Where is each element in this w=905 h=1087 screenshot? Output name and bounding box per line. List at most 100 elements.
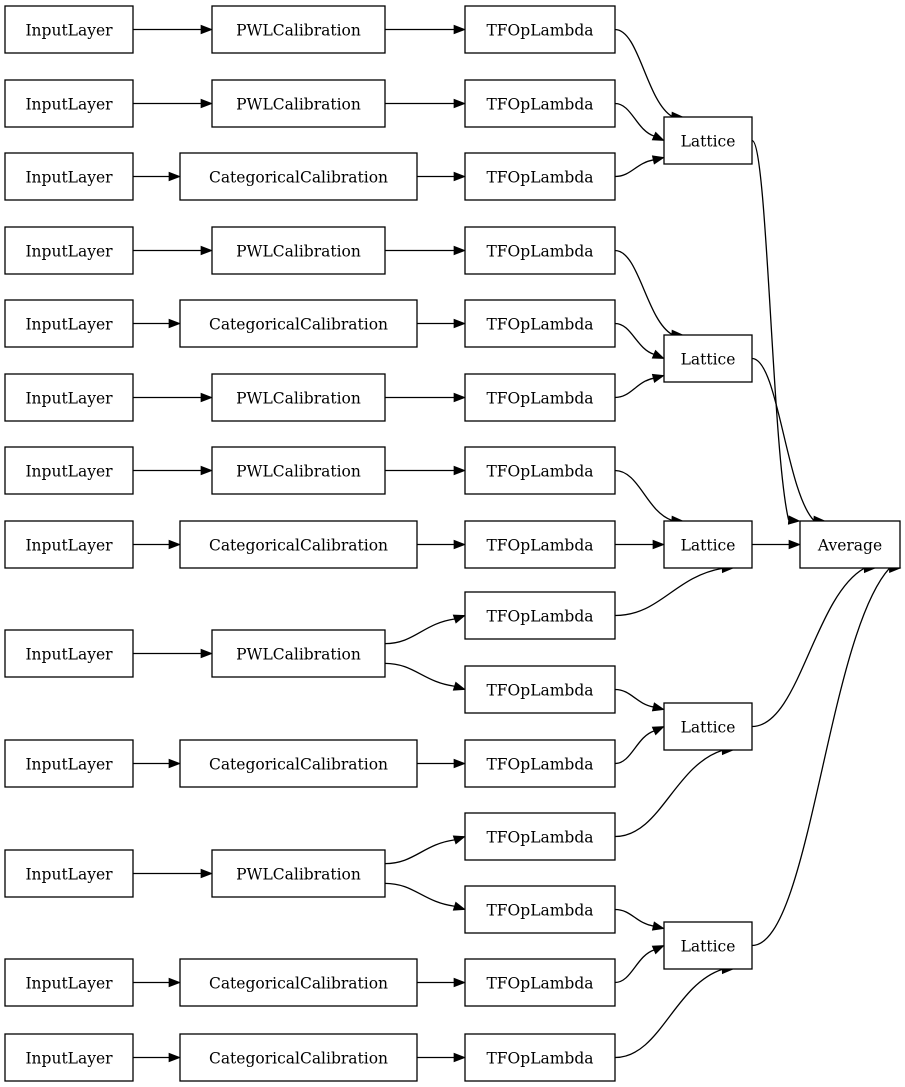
node-label-lam12: TFOpLambda bbox=[486, 829, 593, 847]
node-box-tfop-lambda[interactable] bbox=[464, 885, 616, 934]
node-box-input-layer[interactable] bbox=[4, 5, 134, 54]
node-avg[interactable]: Average bbox=[799, 520, 901, 569]
node-box-tfop-lambda[interactable] bbox=[464, 520, 616, 569]
node-cal11[interactable]: PWLCalibration bbox=[211, 849, 386, 898]
node-lat2[interactable]: Lattice bbox=[663, 334, 753, 383]
node-box-pwlcalibration[interactable] bbox=[211, 5, 386, 54]
node-box-lattice[interactable] bbox=[663, 334, 753, 383]
node-in4[interactable]: InputLayer bbox=[4, 226, 134, 275]
arrow-head-icon bbox=[453, 24, 466, 35]
node-box-pwlcalibration[interactable] bbox=[211, 446, 386, 495]
node-box-tfop-lambda[interactable] bbox=[464, 958, 616, 1007]
node-lam5[interactable]: TFOpLambda bbox=[464, 299, 616, 348]
node-in10[interactable]: InputLayer bbox=[4, 739, 134, 788]
node-box-tfop-lambda[interactable] bbox=[464, 226, 616, 275]
node-box-pwlcalibration[interactable] bbox=[211, 629, 386, 678]
node-box-tfop-lambda[interactable] bbox=[464, 79, 616, 128]
node-cal8[interactable]: CategoricalCalibration bbox=[179, 520, 418, 569]
node-lat1[interactable]: Lattice bbox=[663, 116, 753, 165]
node-label-cal2: PWLCalibration bbox=[236, 96, 361, 114]
node-box-lattice[interactable] bbox=[663, 520, 753, 569]
node-lam2[interactable]: TFOpLambda bbox=[464, 79, 616, 128]
node-box-pwlcalibration[interactable] bbox=[211, 226, 386, 275]
node-box-categorical-calibration[interactable] bbox=[179, 152, 418, 201]
node-lam8[interactable]: TFOpLambda bbox=[464, 520, 616, 569]
node-box-input-layer[interactable] bbox=[4, 958, 134, 1007]
node-box-input-layer[interactable] bbox=[4, 373, 134, 422]
node-box-input-layer[interactable] bbox=[4, 629, 134, 678]
node-box-tfop-lambda[interactable] bbox=[464, 299, 616, 348]
node-lam3[interactable]: TFOpLambda bbox=[464, 152, 616, 201]
node-lat5[interactable]: Lattice bbox=[663, 921, 753, 970]
node-lam6[interactable]: TFOpLambda bbox=[464, 373, 616, 422]
node-box-tfop-lambda[interactable] bbox=[464, 1033, 616, 1082]
node-cal3[interactable]: CategoricalCalibration bbox=[179, 152, 418, 201]
node-lam11[interactable]: TFOpLambda bbox=[464, 739, 616, 788]
node-box-input-layer[interactable] bbox=[4, 79, 134, 128]
node-box-tfop-lambda[interactable] bbox=[464, 446, 616, 495]
node-cal13[interactable]: CategoricalCalibration bbox=[179, 1033, 418, 1082]
node-box-input-layer[interactable] bbox=[4, 849, 134, 898]
node-in7[interactable]: InputLayer bbox=[4, 446, 134, 495]
node-lam7[interactable]: TFOpLambda bbox=[464, 446, 616, 495]
node-box-tfop-lambda[interactable] bbox=[464, 5, 616, 54]
node-cal4[interactable]: PWLCalibration bbox=[211, 226, 386, 275]
node-lam13[interactable]: TFOpLambda bbox=[464, 885, 616, 934]
node-cal9[interactable]: PWLCalibration bbox=[211, 629, 386, 678]
node-lam12[interactable]: TFOpLambda bbox=[464, 812, 616, 861]
node-box-categorical-calibration[interactable] bbox=[179, 520, 418, 569]
node-box-input-layer[interactable] bbox=[4, 446, 134, 495]
node-in5[interactable]: InputLayer bbox=[4, 299, 134, 348]
node-box-pwlcalibration[interactable] bbox=[211, 849, 386, 898]
node-cal10[interactable]: CategoricalCalibration bbox=[179, 739, 418, 788]
node-in1[interactable]: InputLayer bbox=[4, 5, 134, 54]
node-in8[interactable]: InputLayer bbox=[4, 520, 134, 569]
node-in6[interactable]: InputLayer bbox=[4, 373, 134, 422]
node-in11[interactable]: InputLayer bbox=[4, 849, 134, 898]
node-lam4[interactable]: TFOpLambda bbox=[464, 226, 616, 275]
node-box-tfop-lambda[interactable] bbox=[464, 152, 616, 201]
node-box-pwlcalibration[interactable] bbox=[211, 79, 386, 128]
node-box-tfop-lambda[interactable] bbox=[464, 373, 616, 422]
node-box-input-layer[interactable] bbox=[4, 739, 134, 788]
node-lam14[interactable]: TFOpLambda bbox=[464, 958, 616, 1007]
node-cal1[interactable]: PWLCalibration bbox=[211, 5, 386, 54]
node-box-lattice[interactable] bbox=[663, 702, 753, 751]
node-box-tfop-lambda[interactable] bbox=[464, 739, 616, 788]
node-cal12[interactable]: CategoricalCalibration bbox=[179, 958, 418, 1007]
node-cal7[interactable]: PWLCalibration bbox=[211, 446, 386, 495]
node-box-categorical-calibration[interactable] bbox=[179, 1033, 418, 1082]
node-lam10[interactable]: TFOpLambda bbox=[464, 665, 616, 714]
edge-lam9-to-lat3 bbox=[614, 567, 723, 617]
node-box-categorical-calibration[interactable] bbox=[179, 299, 418, 348]
node-in2[interactable]: InputLayer bbox=[4, 79, 134, 128]
node-box-average[interactable] bbox=[799, 520, 901, 569]
node-lat4[interactable]: Lattice bbox=[663, 702, 753, 751]
node-lam1[interactable]: TFOpLambda bbox=[464, 5, 616, 54]
node-box-input-layer[interactable] bbox=[4, 1033, 134, 1082]
node-cal5[interactable]: CategoricalCalibration bbox=[179, 299, 418, 348]
node-cal2[interactable]: PWLCalibration bbox=[211, 79, 386, 128]
node-in3[interactable]: InputLayer bbox=[4, 152, 134, 201]
node-box-pwlcalibration[interactable] bbox=[211, 373, 386, 422]
arrow-head-icon bbox=[453, 318, 466, 329]
node-in12[interactable]: InputLayer bbox=[4, 958, 134, 1007]
node-box-tfop-lambda[interactable] bbox=[464, 812, 616, 861]
node-lat3[interactable]: Lattice bbox=[663, 520, 753, 569]
node-box-input-layer[interactable] bbox=[4, 520, 134, 569]
node-box-tfop-lambda[interactable] bbox=[464, 591, 616, 640]
node-in13[interactable]: InputLayer bbox=[4, 1033, 134, 1082]
node-cal6[interactable]: PWLCalibration bbox=[211, 373, 386, 422]
node-box-tfop-lambda[interactable] bbox=[464, 665, 616, 714]
node-box-input-layer[interactable] bbox=[4, 299, 134, 348]
node-box-lattice[interactable] bbox=[663, 921, 753, 970]
node-box-input-layer[interactable] bbox=[4, 152, 134, 201]
node-box-lattice[interactable] bbox=[663, 116, 753, 165]
node-lam15[interactable]: TFOpLambda bbox=[464, 1033, 616, 1082]
node-box-categorical-calibration[interactable] bbox=[179, 739, 418, 788]
node-lam9[interactable]: TFOpLambda bbox=[464, 591, 616, 640]
node-box-categorical-calibration[interactable] bbox=[179, 958, 418, 1007]
node-box-input-layer[interactable] bbox=[4, 226, 134, 275]
node-in9[interactable]: InputLayer bbox=[4, 629, 134, 678]
node-label-in11: InputLayer bbox=[25, 866, 113, 884]
